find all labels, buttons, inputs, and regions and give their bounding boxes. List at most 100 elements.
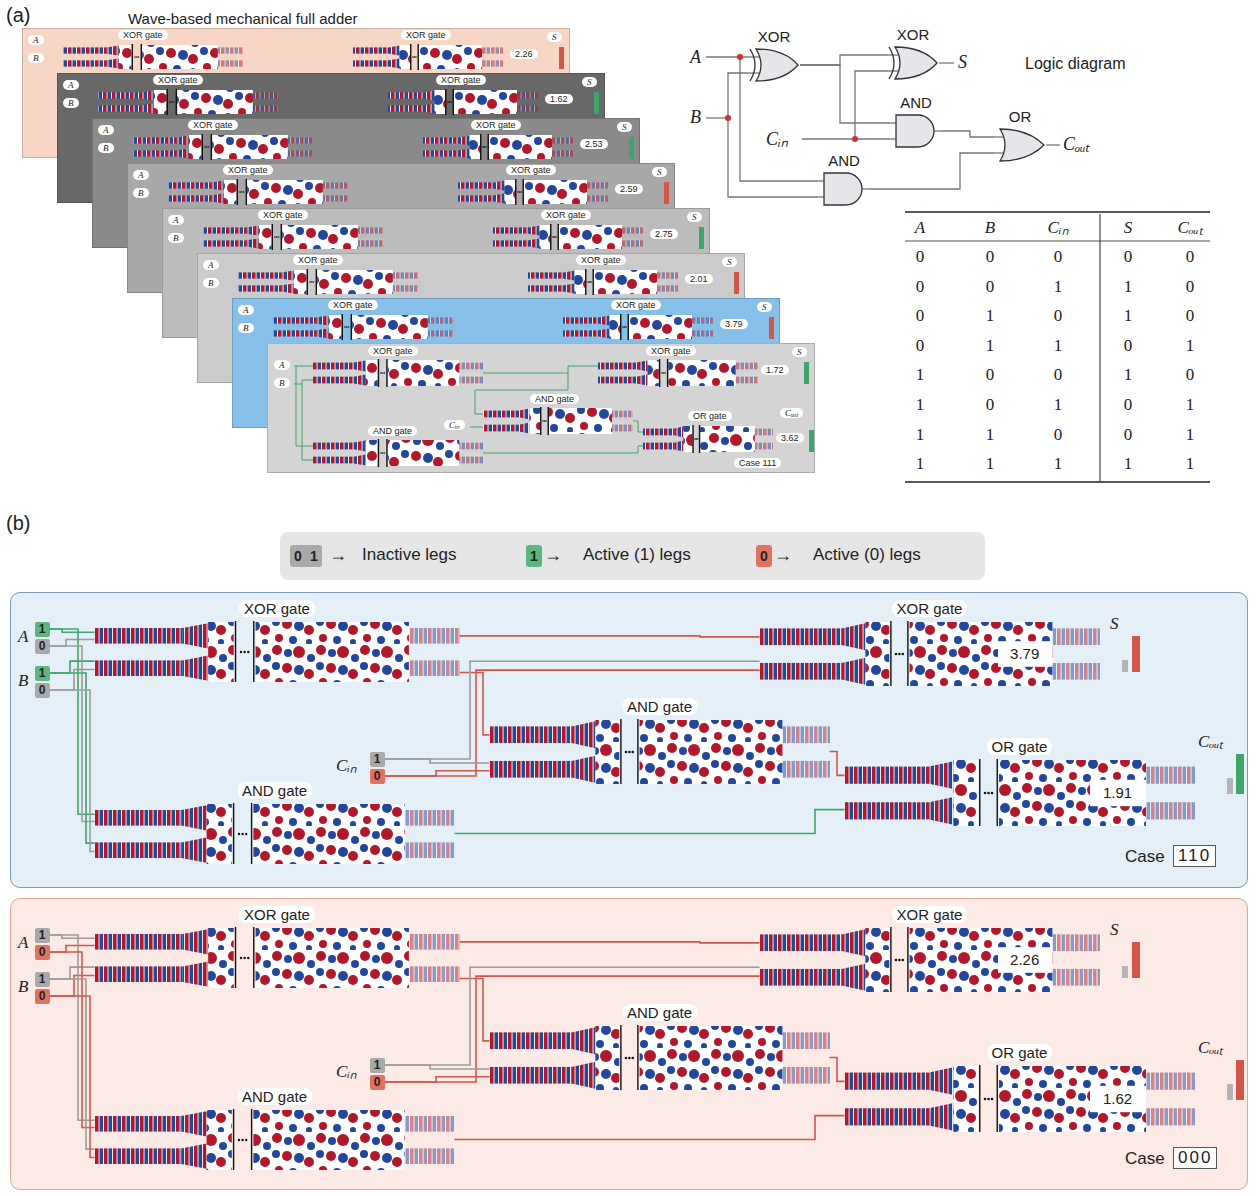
wave-field — [208, 928, 234, 988]
node-text: A — [98, 125, 114, 135]
wave-field — [241, 832, 243, 834]
figure-label: (a) — [6, 4, 30, 27]
gate-outline — [818, 180, 824, 181]
gate-outline — [824, 173, 862, 205]
wave-gate: AND gate — [95, 782, 455, 864]
wave-field — [459, 148, 470, 158]
card-wire — [470, 427, 483, 428]
wave-field — [782, 726, 830, 743]
wave-field — [316, 328, 329, 338]
wave-field — [657, 272, 678, 278]
figure-part — [852, 136, 858, 142]
node-text: XOR — [897, 26, 930, 43]
wave-field — [480, 134, 481, 160]
wave-field — [237, 832, 239, 834]
wave-field — [782, 1032, 830, 1049]
wave-field — [845, 766, 929, 783]
wave-field — [648, 360, 659, 386]
node-text: XOR gate — [293, 255, 343, 265]
wave-field — [344, 326, 346, 328]
wave-field — [323, 195, 348, 201]
wave-field — [98, 105, 141, 111]
wave-gate: XOR gate — [95, 600, 460, 682]
output-bar — [664, 182, 669, 204]
wave-field — [663, 372, 665, 374]
wave-field — [515, 179, 516, 205]
wave-field — [697, 438, 699, 440]
wire-connector — [460, 635, 760, 638]
wave-field — [95, 1116, 181, 1132]
wave-field — [657, 285, 678, 291]
wave-field — [520, 191, 522, 193]
node-text: A — [274, 360, 290, 370]
figure-label: 1 — [1124, 277, 1133, 297]
wave-field — [552, 137, 573, 143]
figure-part — [563, 314, 713, 340]
wave-field — [555, 236, 557, 238]
wave-field — [458, 195, 494, 201]
figure-label: 0 — [1054, 306, 1063, 326]
node-text: 000 — [1173, 1147, 1217, 1169]
node-text: Case — [1125, 847, 1165, 867]
wave-field — [563, 317, 599, 323]
figure-label: S — [1110, 920, 1119, 940]
wave-field — [624, 326, 626, 328]
wave-field — [841, 623, 865, 650]
node-text: 1 — [370, 1058, 385, 1073]
legend-bar — [280, 532, 985, 580]
figure-part — [483, 407, 633, 435]
node-text: 1.72 — [761, 365, 789, 375]
wave-field — [134, 56, 136, 58]
wave-field — [894, 652, 897, 655]
wave-field — [414, 56, 416, 58]
wave-field — [909, 928, 1052, 992]
gate-symbol — [890, 114, 942, 148]
figure-label: 1 — [916, 425, 925, 445]
wave-gate: OR gate1.62 — [845, 1044, 1195, 1132]
wave-field — [612, 411, 633, 418]
figure-part — [939, 62, 954, 63]
input-leg-tag: 1 — [370, 752, 385, 767]
wave-field — [494, 180, 505, 190]
legend-text: Inactive legs — [362, 545, 457, 565]
logic-gate: AND — [818, 152, 870, 206]
wave-field — [668, 360, 735, 386]
wave-field — [218, 60, 243, 66]
wave-field — [983, 791, 986, 794]
wire-connector — [455, 810, 845, 834]
logic-gate: XOR — [748, 28, 800, 82]
wave-field — [352, 315, 428, 339]
gate-symbol — [748, 48, 800, 82]
wave-field — [176, 135, 189, 145]
wave-field — [674, 427, 683, 438]
wave-field — [482, 60, 503, 66]
wave-field — [540, 407, 541, 435]
wave-field — [845, 1072, 929, 1089]
wave-field — [517, 92, 538, 98]
wave-field — [636, 361, 647, 372]
wave-field — [1146, 1072, 1195, 1089]
output-bar — [809, 430, 814, 452]
wave-field — [493, 240, 529, 246]
wave-field — [571, 721, 595, 748]
input-leg-tag: 1 — [35, 972, 50, 987]
wave-field — [247, 650, 249, 652]
wave-field — [624, 1056, 627, 1059]
wave-field — [1090, 779, 1146, 805]
wave-field — [255, 622, 408, 682]
wave-field — [459, 377, 483, 384]
wave-field — [490, 1066, 572, 1083]
wave-field — [243, 650, 245, 652]
wave-field — [313, 281, 315, 283]
wave-field — [136, 56, 138, 58]
figure-label: → — [329, 545, 347, 566]
wave-field — [929, 761, 954, 789]
wave-field — [282, 225, 358, 249]
output-bar — [559, 47, 564, 69]
wave-field — [313, 377, 354, 384]
wave-field — [890, 927, 891, 992]
wave-field — [998, 947, 1052, 973]
wave-field — [423, 150, 459, 156]
wire-connector — [455, 1116, 845, 1140]
output-bar — [699, 227, 704, 249]
